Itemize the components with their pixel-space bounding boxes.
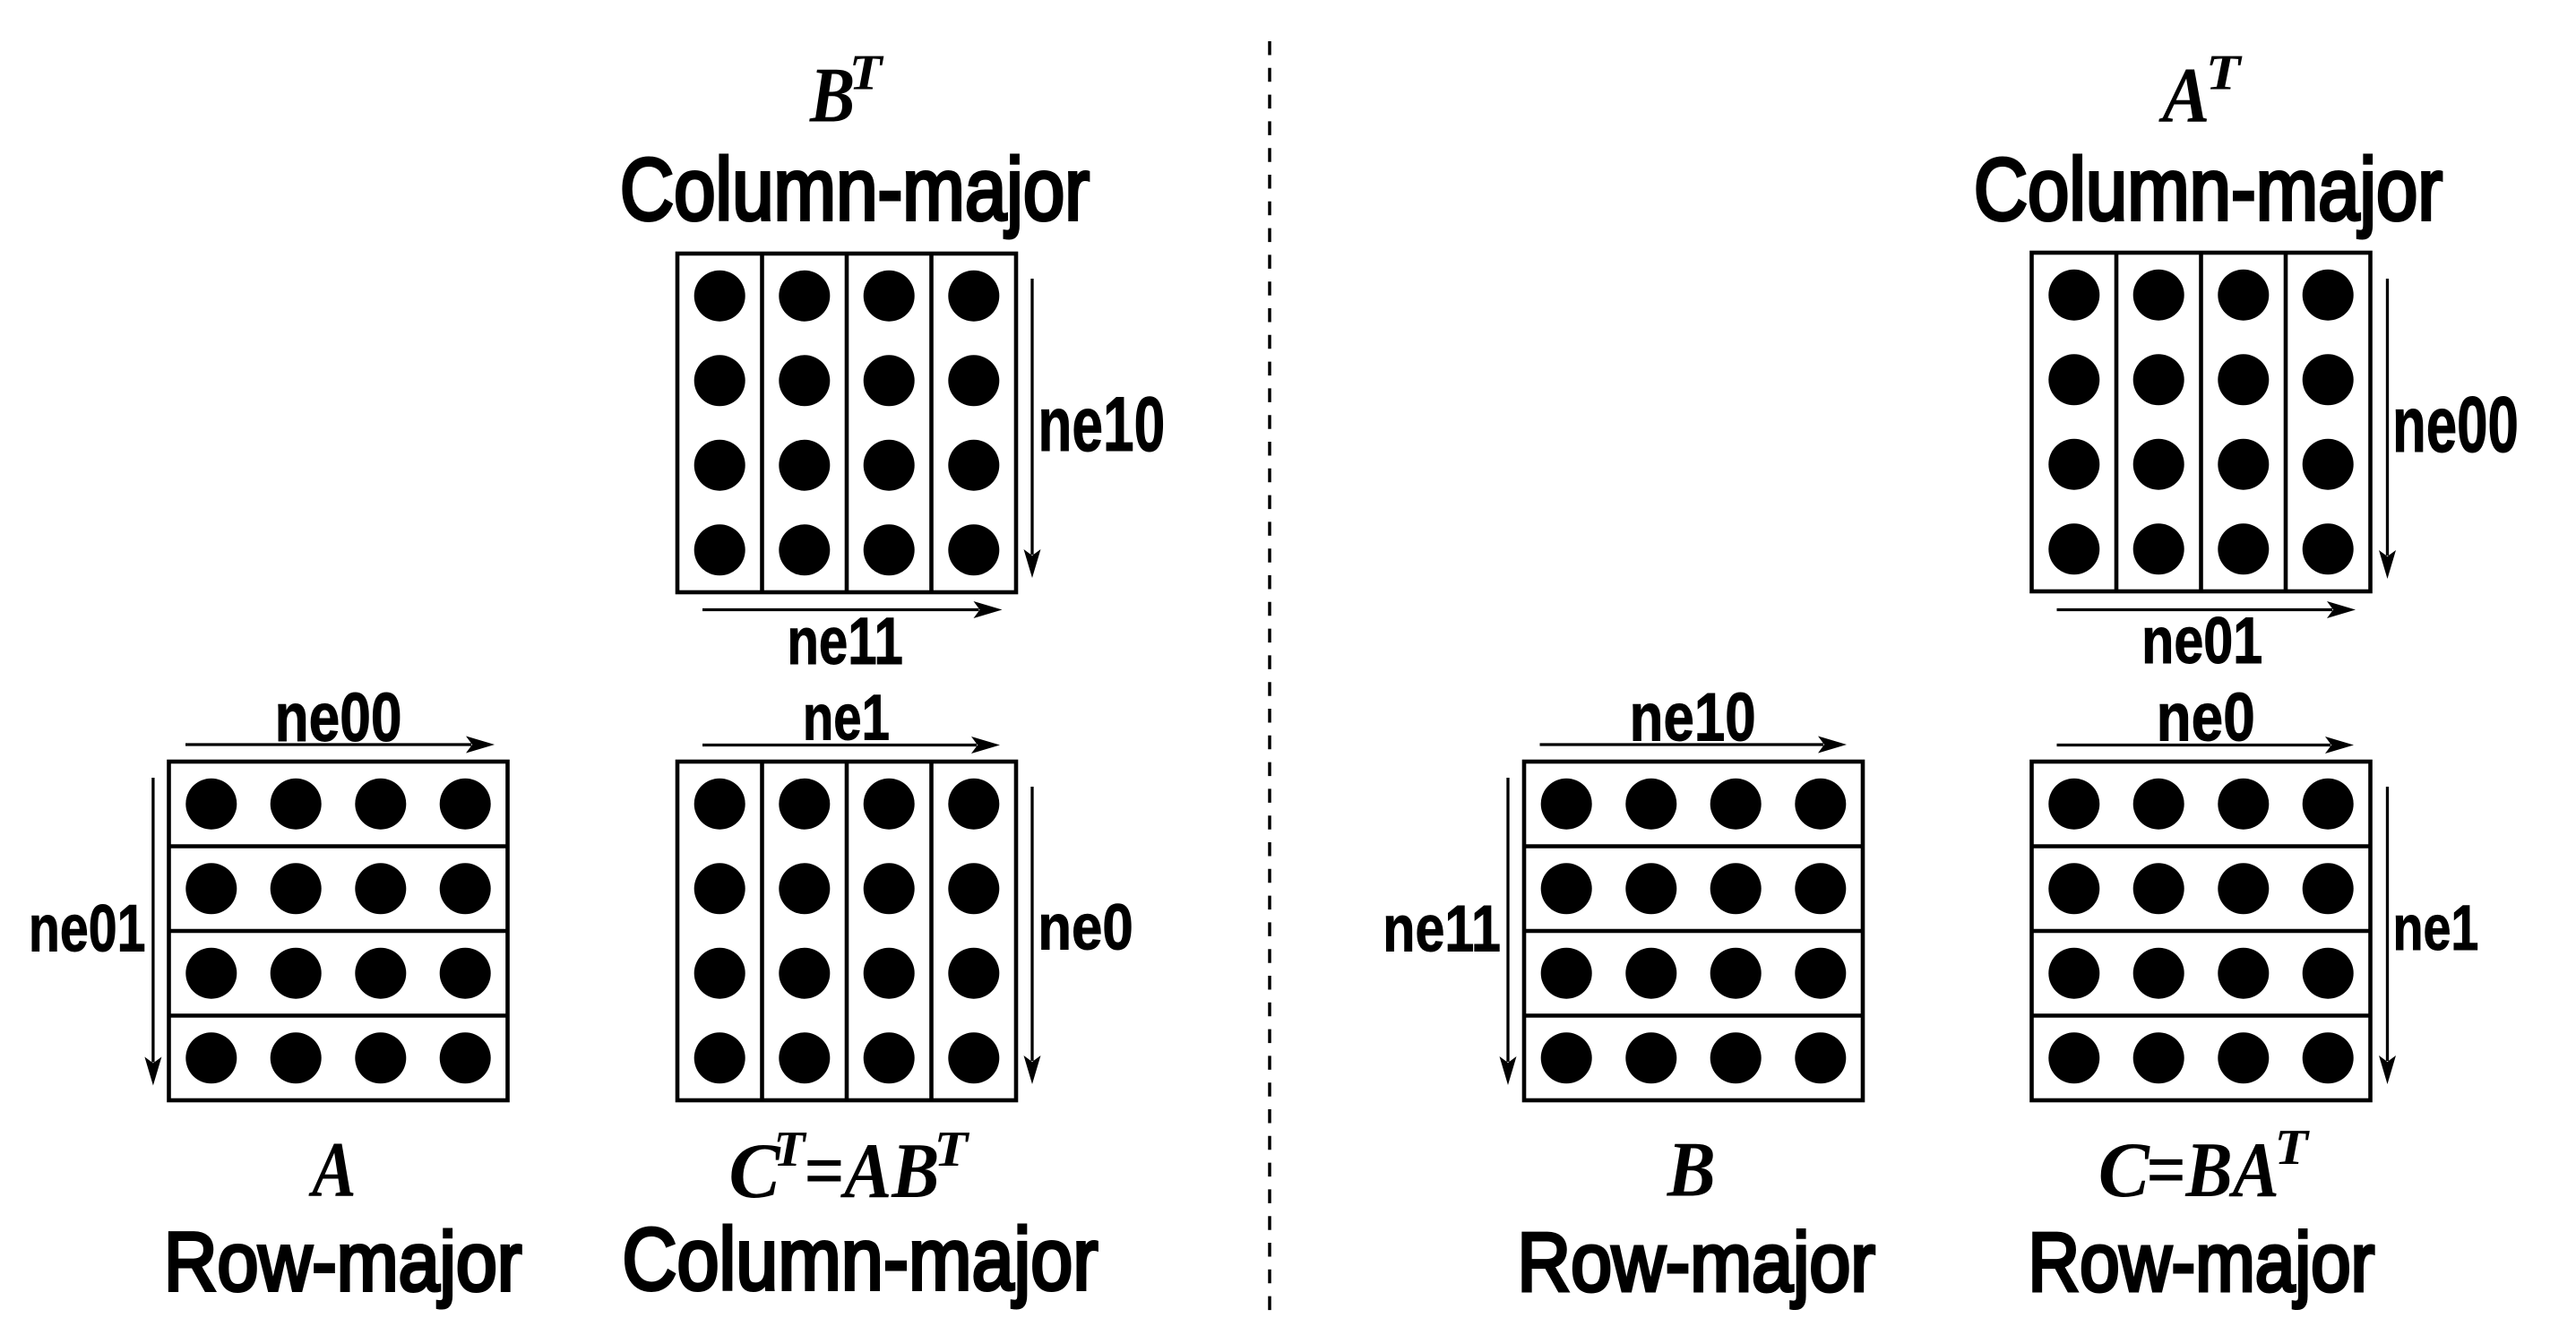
svg-text:T: T [773, 1122, 807, 1177]
svg-text:ne1: ne1 [803, 682, 890, 754]
svg-text:Column-major: Column-major [620, 140, 1090, 238]
svg-text:Column-major: Column-major [1974, 140, 2442, 238]
svg-text:ne10: ne10 [1038, 382, 1165, 468]
svg-text:ne0: ne0 [2157, 679, 2255, 755]
svg-text:Column-major: Column-major [622, 1210, 1098, 1308]
svg-text:T: T [2206, 46, 2244, 101]
svg-text:ne11: ne11 [1383, 893, 1501, 966]
svg-text:=AB: =AB [804, 1128, 940, 1215]
svg-text:ne11: ne11 [787, 604, 903, 678]
svg-text:T: T [849, 46, 884, 101]
svg-text:ne10: ne10 [1630, 679, 1756, 755]
svg-text:ne00: ne00 [2392, 380, 2519, 469]
svg-text:T: T [935, 1122, 970, 1177]
svg-text:B: B [809, 53, 855, 140]
svg-text:T: T [2274, 1120, 2310, 1176]
svg-text:Row-major: Row-major [164, 1215, 522, 1308]
svg-text:ne0: ne0 [1038, 892, 1133, 964]
svg-text:Row-major: Row-major [2028, 1216, 2374, 1309]
svg-text:C: C [728, 1128, 781, 1215]
svg-text:=BA: =BA [2146, 1127, 2279, 1214]
svg-text:ne01: ne01 [2141, 605, 2262, 677]
svg-text:A: A [2158, 53, 2210, 140]
svg-text:B: B [1667, 1127, 1716, 1214]
svg-text:ne01: ne01 [29, 892, 146, 966]
svg-text:Row-major: Row-major [1517, 1215, 1874, 1308]
svg-text:ne1: ne1 [2392, 893, 2478, 964]
svg-text:ne00: ne00 [275, 679, 402, 756]
svg-text:C: C [2098, 1127, 2150, 1214]
svg-text:A: A [308, 1127, 357, 1214]
